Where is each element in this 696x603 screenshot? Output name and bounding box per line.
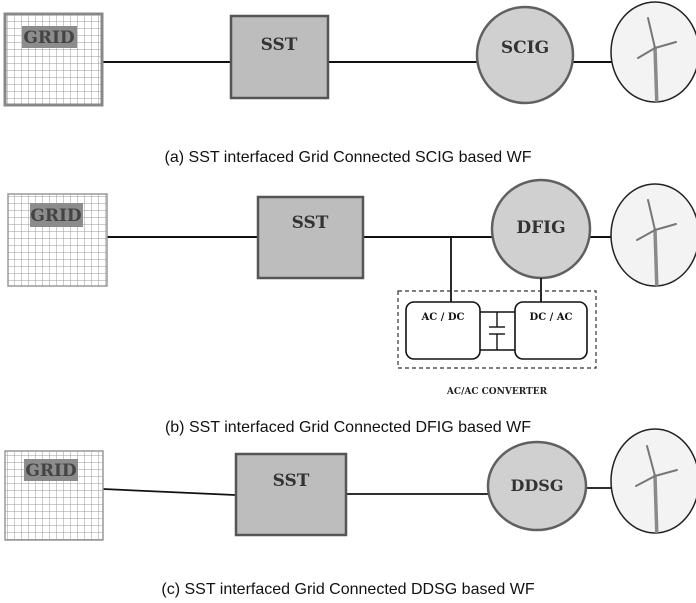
grid-label: GRID bbox=[23, 28, 75, 48]
ac-ac-converter: AC / DC DC / AC AC/AC CONVERTER bbox=[397, 290, 597, 397]
sst-label: SST bbox=[273, 471, 310, 491]
dfig-machine: DFIG bbox=[490, 178, 592, 280]
sst-label: SST bbox=[261, 35, 298, 55]
diagram-c: GRID SST DDSG (c) SST interfaced Grid Co… bbox=[4, 428, 696, 598]
wind-turbine-icon bbox=[610, 1, 696, 103]
caption-a: (a) SST interfaced Grid Connected SCIG b… bbox=[165, 149, 532, 166]
wind-turbine-icon bbox=[610, 183, 696, 287]
grid-block: GRID bbox=[3, 12, 104, 107]
sst-block: SST bbox=[234, 452, 348, 537]
scig-machine: SCIG bbox=[475, 5, 575, 105]
grid-label: GRID bbox=[25, 461, 77, 481]
ac-dc-label: AC / DC bbox=[421, 312, 465, 323]
grid-block: GRID bbox=[4, 450, 104, 541]
ac-dc-block bbox=[405, 301, 481, 360]
ddsg-machine: DDSG bbox=[486, 440, 588, 532]
sst-block: SST bbox=[256, 195, 365, 280]
machine-label: DFIG bbox=[516, 218, 565, 238]
grid-block: GRID bbox=[7, 193, 108, 287]
sst-block: SST bbox=[229, 14, 330, 100]
wind-turbine-icon bbox=[610, 428, 696, 534]
diagram-b: GRID SST DFIG AC / DC DC / AC bbox=[7, 178, 696, 436]
sst-label: SST bbox=[292, 213, 329, 233]
converter-title: AC/AC CONVERTER bbox=[446, 387, 548, 397]
machine-label: DDSG bbox=[511, 476, 564, 495]
caption-c: (c) SST interfaced Grid Connected DDSG b… bbox=[161, 581, 534, 598]
dc-ac-label: DC / AC bbox=[530, 312, 573, 323]
caption-b: (b) SST interfaced Grid Connected DFIG b… bbox=[165, 419, 531, 436]
machine-label: SCIG bbox=[501, 38, 549, 58]
dc-ac-block bbox=[514, 301, 588, 360]
bus-line-left bbox=[102, 488, 236, 496]
dc-link-capacitor-icon bbox=[480, 311, 515, 351]
grid-label: GRID bbox=[30, 206, 82, 226]
diagram-a: GRID SST SCIG (a) SST interfaced Grid Co… bbox=[3, 1, 696, 166]
